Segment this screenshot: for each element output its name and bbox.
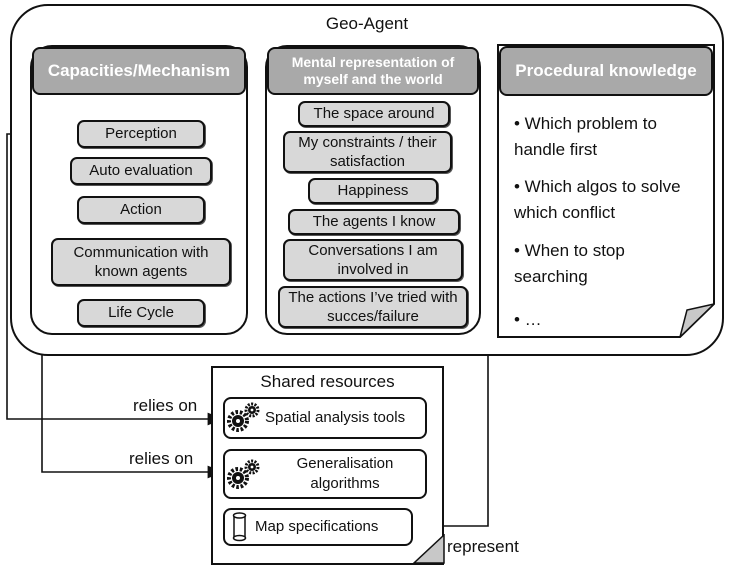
perception-item: Perception bbox=[77, 120, 205, 148]
procedural-bullet-1: • Which problem to handle first bbox=[514, 114, 657, 159]
happiness-item: Happiness bbox=[308, 178, 438, 204]
relies-on-label-2: relies on bbox=[129, 449, 194, 468]
geo-agent-title: Geo-Agent bbox=[325, 14, 409, 33]
communication-item: Communication with known agents bbox=[51, 238, 231, 286]
actions-tried-item: The actions I’ve tried with succes/failu… bbox=[278, 286, 468, 328]
spatial-analysis-tools-label: Spatial analysis tools bbox=[265, 408, 406, 426]
conversations-item: Conversations I am involved in bbox=[283, 239, 463, 281]
mental-representation-header: Mental representation of myself and the … bbox=[267, 47, 479, 95]
scroll-icon bbox=[232, 512, 247, 542]
generalisation-algorithms-item: Generalisation algorithms bbox=[223, 449, 427, 499]
procedural-bullet-4: • … bbox=[514, 310, 542, 329]
procedural-bullet-2: • Which algos to solve which conflict bbox=[514, 177, 681, 222]
gears-icon bbox=[227, 402, 260, 432]
space-around-item: The space around bbox=[298, 101, 450, 127]
procedural-note-shape bbox=[497, 44, 715, 338]
action-item: Action bbox=[77, 196, 205, 224]
agents-i-know-item: The agents I know bbox=[288, 209, 460, 235]
shared-resources-title: Shared resources bbox=[260, 372, 395, 391]
represent-label: represent bbox=[447, 537, 519, 556]
auto-evaluation-item: Auto evaluation bbox=[70, 157, 212, 185]
relies-on-label-1: relies on bbox=[133, 396, 198, 415]
map-specifications-item: Map specifications bbox=[223, 508, 413, 546]
map-specifications-label: Map specifications bbox=[255, 517, 379, 535]
life-cycle-item: Life Cycle bbox=[77, 299, 205, 327]
capacities-header: Capacities/Mechanism bbox=[32, 47, 246, 95]
constraints-item: My constraints / their satisfaction bbox=[283, 131, 452, 173]
spatial-analysis-tools-item: Spatial analysis tools bbox=[223, 397, 427, 439]
procedural-bullet-3: • When to stop searching bbox=[514, 241, 625, 286]
procedural-header: Procedural knowledge bbox=[499, 46, 713, 96]
generalisation-algorithms-label: Generalisation algorithms bbox=[296, 454, 394, 492]
gears-icon bbox=[227, 459, 260, 489]
shared-fold-corner bbox=[413, 534, 445, 564]
